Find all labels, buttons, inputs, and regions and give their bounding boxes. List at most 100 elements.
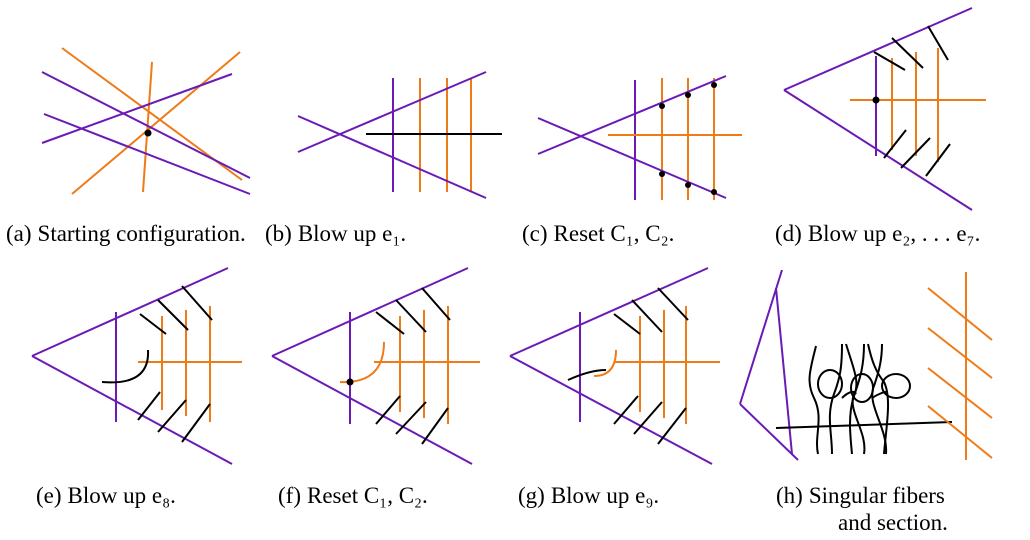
intersection-point (872, 96, 880, 104)
fiber-connector (871, 391, 887, 399)
panel-e-diagram (31, 267, 242, 465)
purple-line (537, 75, 727, 155)
fiber-loop (817, 369, 843, 399)
intersection-point (659, 103, 665, 109)
orange-line (71, 51, 241, 195)
caption-g: (g)Blow up e₉. (518, 482, 659, 509)
orange-curve (593, 349, 617, 377)
section-line (775, 421, 953, 429)
black-line (900, 137, 931, 169)
singular-fiber (808, 345, 820, 455)
black-line (181, 285, 213, 321)
black-line (891, 37, 924, 69)
orange-line (927, 367, 993, 419)
panel-g (502, 258, 742, 468)
black-line (421, 407, 449, 445)
caption-d: (d)Blow up e₂, . . . e₇. (775, 220, 980, 247)
caption-text: Singular fibers (808, 483, 945, 508)
intersection-point (144, 129, 152, 137)
fiber-connector (841, 390, 857, 399)
caption-a: (a)Starting configuration. (6, 220, 246, 247)
purple-line (739, 269, 783, 405)
intersection-point (711, 189, 717, 195)
black-line (137, 391, 161, 421)
intersection-point (346, 378, 354, 386)
purple-line (271, 267, 469, 357)
black-line (631, 299, 663, 333)
caption-index: (e) (36, 483, 62, 508)
black-line (925, 143, 951, 177)
singular-fiber (851, 343, 866, 455)
purple-line (297, 115, 487, 199)
black-line (421, 287, 451, 321)
panel-d-diagram (783, 7, 986, 211)
caption-text: Reset C₁, C₂. (306, 483, 428, 508)
orange-line (927, 287, 993, 341)
black-line (375, 311, 405, 335)
black-line (139, 313, 167, 335)
caption-index: (g) (518, 483, 545, 508)
black-line (657, 287, 689, 321)
purple-line (271, 355, 473, 465)
black-line (157, 399, 187, 433)
panel-a-diagram (41, 47, 251, 195)
black-line (883, 129, 907, 159)
black-line (927, 25, 949, 61)
panel-b-diagram (297, 71, 502, 199)
panel-f (262, 258, 502, 468)
orange-line (142, 61, 153, 193)
caption-index: (f) (278, 483, 301, 508)
panel-f-diagram (271, 267, 480, 465)
caption-h: (h)Singular fibers and section. (776, 482, 948, 536)
caption-index: (b) (265, 221, 292, 246)
purple-line (783, 7, 973, 91)
caption-f: (f)Reset C₁, C₂. (278, 482, 428, 509)
caption-e: (e)Blow up e₈. (36, 482, 176, 509)
panel-g-diagram (509, 267, 720, 465)
purple-line (739, 403, 799, 461)
panel-h-diagram (739, 269, 993, 461)
purple-line (43, 113, 251, 195)
caption-text: Blow up e₉. (550, 483, 660, 508)
intersection-point (659, 171, 665, 177)
purple-line (41, 71, 251, 179)
purple-line (31, 267, 229, 357)
panel-b (290, 0, 520, 220)
caption-text: Starting configuration. (37, 221, 246, 246)
caption-index: (h) (776, 483, 803, 508)
exceptional-curve (101, 349, 150, 384)
orange-line (927, 327, 993, 379)
singular-fiber (867, 343, 889, 455)
fiber-loop (850, 373, 874, 403)
intersection-point (685, 92, 691, 98)
panel-h (736, 258, 1030, 468)
panel-e (20, 258, 260, 468)
caption-text-line2: and section. (838, 510, 948, 535)
purple-line (537, 117, 727, 199)
singular-fiber (828, 343, 843, 455)
caption-text: Reset C₁, C₂. (553, 221, 675, 246)
purple-line (509, 267, 709, 357)
black-line (395, 401, 427, 435)
black-line (181, 403, 211, 443)
black-line (157, 299, 189, 331)
panel-c-diagram (537, 75, 742, 200)
black-line (873, 51, 906, 71)
caption-c: (c)Reset C₁, C₂. (522, 220, 674, 247)
exceptional-curve (567, 369, 607, 381)
purple-line (297, 71, 487, 153)
purple-line (31, 355, 233, 465)
purple-line (775, 287, 793, 455)
panel-a (0, 0, 260, 200)
black-line (395, 299, 427, 333)
panel-c (530, 0, 760, 220)
singular-fiber (871, 343, 888, 455)
purple-line (41, 73, 233, 144)
fiber-loop (881, 373, 911, 399)
caption-text: Blow up e₈. (67, 483, 176, 508)
caption-b: (b)Blow up e₁. (265, 220, 406, 247)
orange-line (927, 405, 993, 459)
black-line (375, 395, 401, 425)
caption-text: Blow up e₂, . . . e₇. (807, 221, 981, 246)
